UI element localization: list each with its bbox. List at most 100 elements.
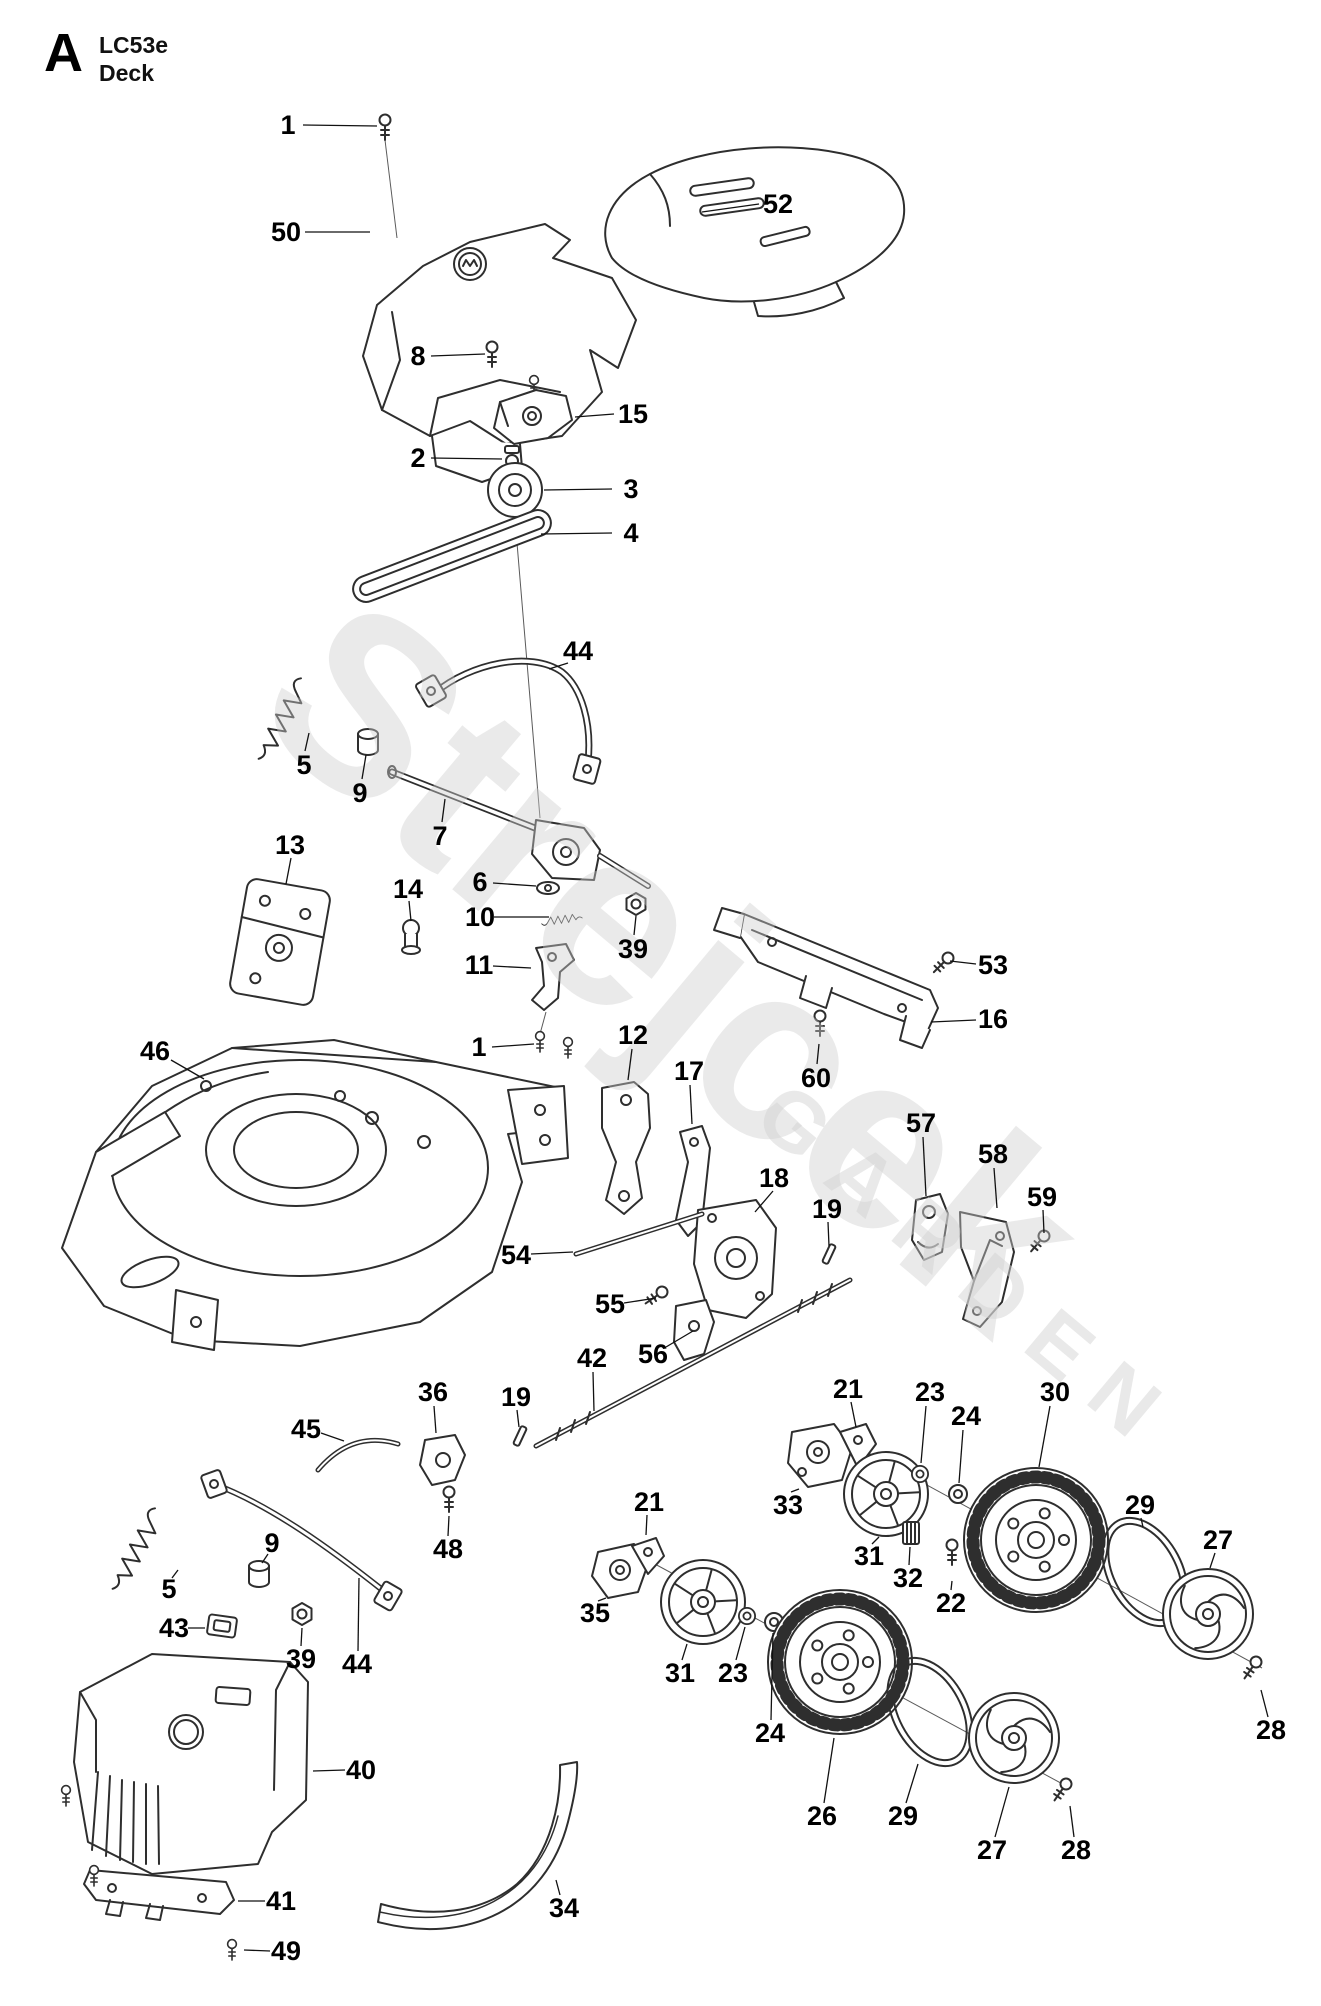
callout-59: 59	[1027, 1182, 1057, 1212]
leader-line-21	[850, 1401, 857, 1428]
leader-line-8	[430, 353, 486, 357]
callout-30: 30	[1040, 1377, 1070, 1407]
callout-17: 17	[674, 1056, 704, 1086]
leader-line-3	[543, 488, 613, 491]
callout-27: 27	[1203, 1525, 1233, 1555]
leader-line-53	[949, 960, 977, 965]
leader-line-24	[958, 1429, 964, 1484]
part-50-engine-cover	[362, 223, 637, 483]
leader-line-28	[1260, 1689, 1269, 1718]
part-24-washer-upper	[948, 1484, 968, 1504]
part-23-washer-upper	[911, 1465, 929, 1483]
part-7-drive-shaft	[387, 765, 544, 834]
callout-45: 45	[291, 1414, 321, 1444]
callout-8: 8	[410, 341, 425, 371]
leader-line-23	[920, 1405, 927, 1464]
callout-53: 53	[978, 950, 1008, 980]
leader-line-31	[871, 1536, 880, 1545]
part-56-bracket	[673, 1299, 715, 1361]
leader-line-23	[735, 1626, 746, 1661]
part-34-guard-band	[377, 1761, 579, 1930]
callout-19: 19	[812, 1194, 842, 1224]
part-58-door-bracket	[959, 1211, 1015, 1328]
part-40-rear-guard	[73, 1653, 309, 1875]
callout-16: 16	[978, 1004, 1008, 1034]
part-12-adjuster-bracket	[601, 1081, 651, 1215]
callout-31: 31	[665, 1658, 695, 1688]
section-letter: A	[44, 23, 83, 83]
leader-line-17	[689, 1084, 693, 1125]
callout-23: 23	[915, 1377, 945, 1407]
callout-13: 13	[275, 830, 305, 860]
diagram-header: A LC53e Deck	[44, 23, 168, 87]
leader-line-7	[441, 798, 446, 823]
part-9-bushing-lower	[248, 1560, 270, 1588]
callout-14: 14	[393, 874, 423, 904]
part-46-deck-housing	[61, 1039, 569, 1351]
leader-line-44	[357, 1577, 360, 1652]
leader-line-28	[1069, 1805, 1075, 1838]
leader-line-18	[754, 1190, 774, 1213]
leader-line-1	[302, 124, 378, 127]
part-36-axle-bracket	[419, 1434, 466, 1486]
leader-line-52	[701, 203, 760, 213]
callout-7: 7	[432, 821, 447, 851]
leader-line-5	[304, 732, 310, 752]
leader-line-54	[530, 1251, 574, 1255]
callout-22: 22	[936, 1588, 966, 1618]
callout-32: 32	[893, 1563, 923, 1593]
callout-19: 19	[501, 1382, 531, 1412]
callout-57: 57	[906, 1108, 936, 1138]
part-53-screw	[928, 949, 957, 978]
part-27-hubcap-lower	[968, 1692, 1060, 1784]
leader-line-29	[1140, 1517, 1144, 1528]
part-11-bracket	[531, 943, 575, 1011]
part-1-screw-top	[378, 113, 392, 141]
leader-line-24	[770, 1632, 774, 1721]
leader-line-22	[950, 1580, 953, 1591]
callout-2: 2	[410, 443, 425, 473]
callout-39: 39	[286, 1644, 316, 1674]
leader-line-31	[681, 1643, 688, 1661]
part-52-top-cover	[604, 146, 906, 318]
leader-line-42	[592, 1371, 595, 1412]
callout-52: 52	[763, 189, 793, 219]
part-27-hubcap-upper	[1162, 1568, 1254, 1660]
part-35-wheel-bracket-lower	[591, 1543, 649, 1599]
leader-line-2	[430, 457, 503, 460]
part-33-wheel-bracket	[787, 1423, 853, 1488]
leader-line-39	[633, 915, 637, 936]
part-32-adjuster-bushing	[902, 1521, 920, 1545]
part-55-bolt	[641, 1283, 671, 1309]
callout-29: 29	[1125, 1490, 1155, 1520]
callout-31: 31	[854, 1541, 884, 1571]
leader-line-34	[555, 1879, 561, 1896]
callout-1: 1	[280, 110, 295, 140]
part-14-plug	[401, 919, 421, 955]
leader-line-29	[905, 1763, 919, 1804]
leader-line-40	[312, 1769, 346, 1772]
leader-line-6	[492, 882, 537, 887]
callout-48: 48	[433, 1534, 463, 1564]
callout-29: 29	[888, 1801, 918, 1831]
callout-15: 15	[618, 399, 648, 429]
leader-line-30	[1038, 1405, 1051, 1468]
leader-line-19	[516, 1409, 520, 1428]
callout-43: 43	[159, 1613, 189, 1643]
part-21-adjuster-lever-lower	[631, 1537, 665, 1575]
leader-line-48	[447, 1515, 450, 1537]
leader-line-26	[823, 1737, 835, 1804]
part-6-gearbox	[531, 819, 651, 895]
callout-49: 49	[271, 1936, 301, 1966]
callout-11: 11	[465, 950, 494, 980]
part-44-support-rod-lower	[200, 1469, 403, 1612]
leader-line-36	[433, 1405, 437, 1434]
callout-18: 18	[759, 1163, 789, 1193]
part-4-drive-belt	[352, 509, 552, 603]
callout-3: 3	[623, 474, 638, 504]
model-block: LC53e Deck	[99, 28, 168, 87]
part-21-adjuster-lever-upper	[839, 1423, 877, 1469]
